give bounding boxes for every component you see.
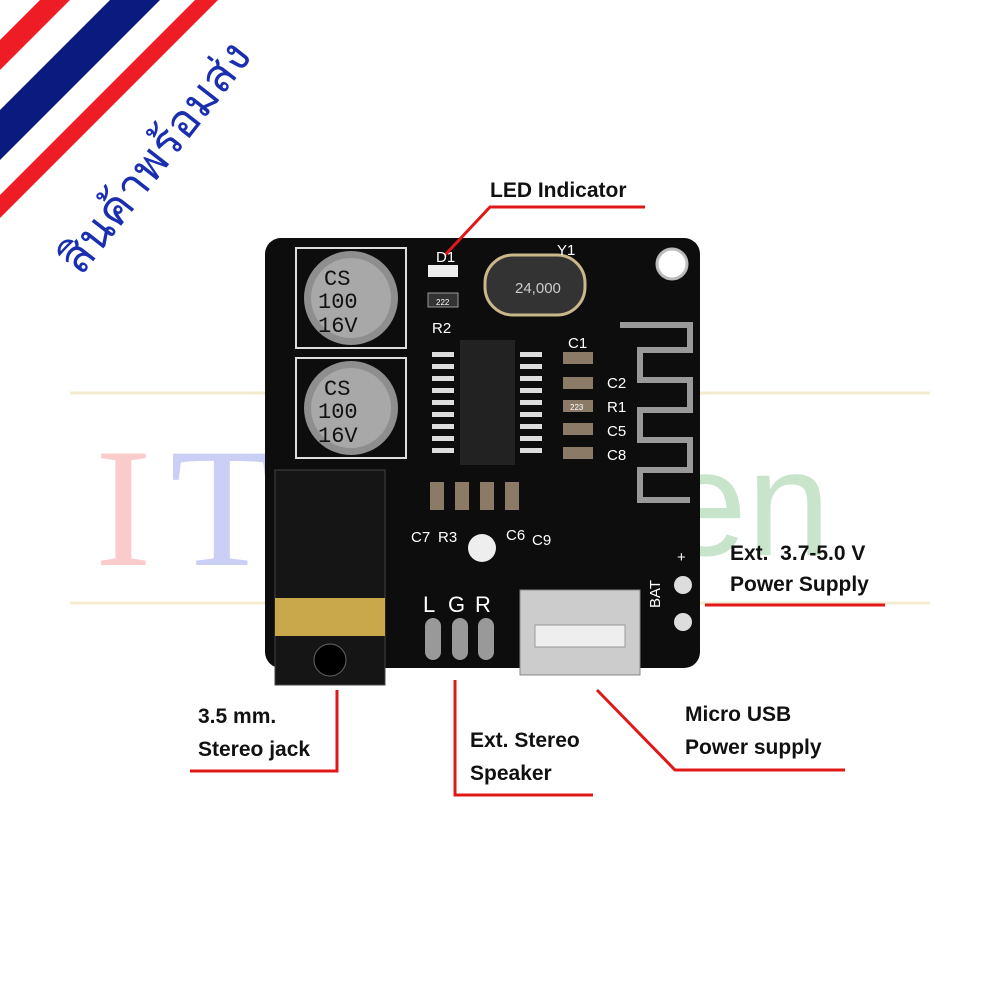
cap1-brand: CS bbox=[324, 267, 350, 292]
svg-text:L: L bbox=[423, 592, 435, 617]
cap2-brand: CS bbox=[324, 377, 350, 402]
micro-usb-label-1: Micro USB bbox=[685, 703, 792, 726]
svg-text:C2: C2 bbox=[607, 375, 626, 392]
svg-text:223: 223 bbox=[570, 403, 584, 412]
ext-power-label-1: Ext. 3.7-5.0 V bbox=[730, 542, 866, 565]
svg-text:D1: D1 bbox=[436, 249, 455, 266]
pcb-board bbox=[265, 238, 700, 686]
ext-power-label-2: Power Supply bbox=[730, 573, 869, 596]
speaker-label-2: Speaker bbox=[470, 762, 552, 785]
svg-text:Y1: Y1 bbox=[557, 242, 575, 259]
stereo-jack-label-1: 3.5 mm. bbox=[198, 705, 277, 728]
svg-text:G: G bbox=[448, 592, 465, 617]
led-indicator-label: LED Indicator bbox=[490, 179, 627, 202]
svg-text:222: 222 bbox=[436, 298, 450, 307]
svg-text:C6: C6 bbox=[506, 527, 525, 544]
svg-text:I: I bbox=[95, 414, 152, 602]
svg-text:R: R bbox=[475, 592, 491, 617]
svg-text:C9: C9 bbox=[532, 532, 551, 549]
micro-usb-label-2: Power supply bbox=[685, 736, 822, 759]
svg-text:24,000: 24,000 bbox=[515, 280, 561, 297]
svg-text:100: 100 bbox=[318, 400, 358, 425]
callout-lines bbox=[190, 205, 885, 797]
thai-flag-banner bbox=[0, 0, 218, 218]
svg-text:C1: C1 bbox=[568, 335, 587, 352]
svg-text:100: 100 bbox=[318, 290, 358, 315]
svg-text:R3: R3 bbox=[438, 529, 457, 546]
svg-text:C8: C8 bbox=[607, 447, 626, 464]
silkscreen: CS 100 16V CS 100 16V D1 Y1 24,000 R2 22… bbox=[318, 242, 686, 617]
svg-text:T: T bbox=[170, 414, 274, 602]
svg-text:C7: C7 bbox=[411, 529, 430, 546]
svg-text:BAT: BAT bbox=[647, 580, 664, 608]
speaker-label-1: Ext. Stereo bbox=[470, 729, 580, 752]
svg-text:R1: R1 bbox=[607, 399, 626, 416]
svg-text:16V: 16V bbox=[318, 424, 358, 449]
capacitor bbox=[295, 247, 407, 459]
svg-text:16V: 16V bbox=[318, 314, 358, 339]
svg-text:+: + bbox=[677, 549, 686, 566]
svg-text:C5: C5 bbox=[607, 423, 626, 440]
stereo-jack-label-2: Stereo jack bbox=[198, 738, 311, 761]
svg-text:R2: R2 bbox=[432, 320, 451, 337]
